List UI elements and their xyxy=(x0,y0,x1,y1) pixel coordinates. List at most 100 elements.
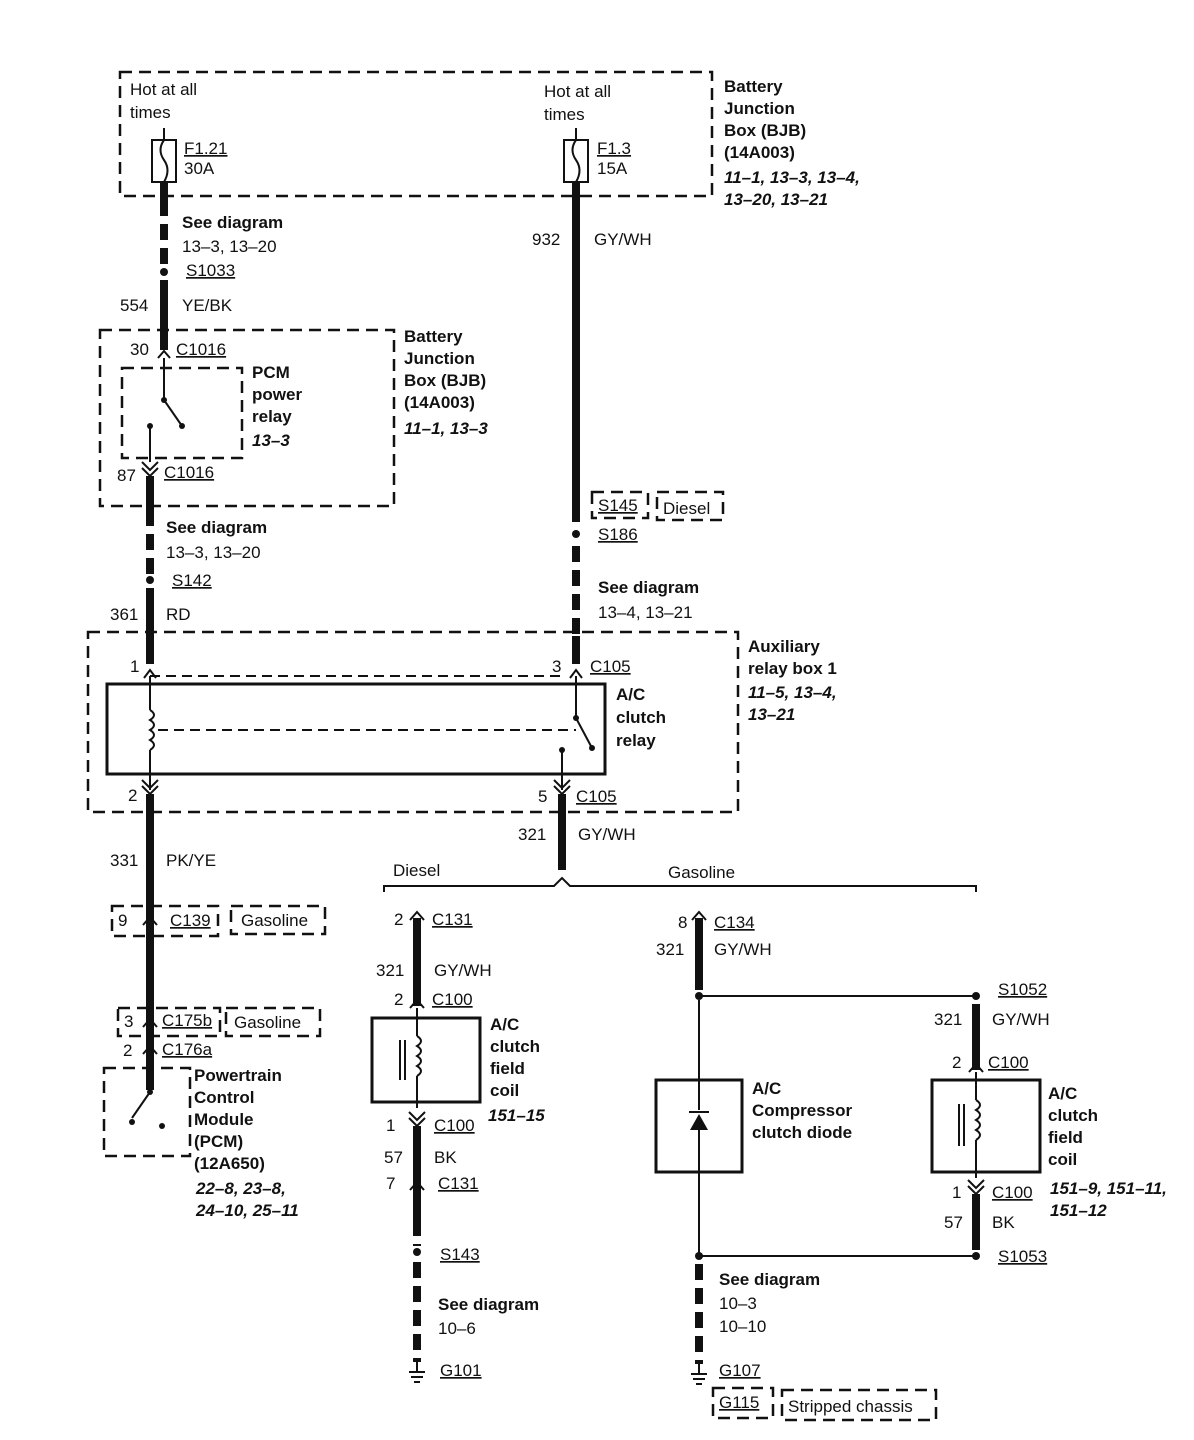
diode-label-l2: Compressor xyxy=(752,1101,853,1120)
diesel-gasoline-split: 321 GY/WH Diesel Gasoline xyxy=(383,794,977,892)
see-diagram-ref-5b: 10–10 xyxy=(719,1317,766,1336)
pin-1-gas-c100-label: 1 xyxy=(952,1183,961,1202)
relay-switch-icon xyxy=(147,358,185,462)
connector-pin-icon xyxy=(141,461,159,472)
pin-2-gas-c100-label: 2 xyxy=(952,1053,961,1072)
fuse-f1-21-icon xyxy=(151,128,177,183)
bjb-mid-ref: 11–1, 13–3 xyxy=(404,419,488,438)
see-diagram-label-1: See diagram xyxy=(182,213,283,232)
relay-switch-icon xyxy=(559,676,595,790)
connector-gas-c100-top: C100 xyxy=(988,1053,1029,1072)
wire-321-number: 321 xyxy=(518,825,546,844)
splice-s143-label: S143 xyxy=(440,1245,480,1264)
ground-g107-icon xyxy=(691,1364,707,1385)
pin-3-label: 3 xyxy=(552,657,561,676)
bjb-mid-label-l3: Box (BJB) xyxy=(404,371,486,390)
gas-coil-label-l2: clutch xyxy=(1048,1106,1098,1125)
wire-321-diesel-number: 321 xyxy=(376,961,404,980)
connector-c176a: C176a xyxy=(162,1040,213,1059)
clutch-coil-icon xyxy=(399,1008,422,1108)
pin-87-label: 87 xyxy=(117,466,136,485)
diesel-label: Diesel xyxy=(393,861,440,880)
bjb-top-ref-l2: 13–20, 13–21 xyxy=(724,190,828,209)
split-bracket xyxy=(383,876,977,892)
pin-5-label: 5 xyxy=(538,787,547,806)
diesel-tag-label: Diesel xyxy=(663,499,710,518)
wire-57-diesel-color: BK xyxy=(434,1148,457,1167)
aux-box-label-l1: Auxiliary xyxy=(748,637,820,656)
gasoline-branch: 8 C134 321 GY/WH S1052 A/C Compressor cl… xyxy=(654,910,1167,1422)
stripped-chassis-label: Stripped chassis xyxy=(788,1397,913,1416)
bjb-mid-outline xyxy=(98,328,396,508)
pin-9-label: 9 xyxy=(118,911,127,930)
splice-s142-dot xyxy=(146,576,154,584)
gasoline-label: Gasoline xyxy=(668,863,735,882)
hot-at-all-times-label-2b: times xyxy=(544,105,585,124)
wire-321-gas-color: GY/WH xyxy=(714,940,772,959)
gasoline-tag-2-label: Gasoline xyxy=(234,1013,301,1032)
wire-331-number: 331 xyxy=(110,851,138,870)
splice-s145-label: S145 xyxy=(598,496,638,515)
hot-at-all-times-label-2: Hot at all xyxy=(544,82,611,101)
connector-pin-icon xyxy=(157,349,171,359)
connector-pin-icon xyxy=(408,1111,426,1122)
pin-2-label: 2 xyxy=(128,786,137,805)
wire-932-color: GY/WH xyxy=(594,230,652,249)
connector-c134: C134 xyxy=(714,913,755,932)
connector-pin-icon xyxy=(409,998,425,1009)
pin-2-pcm-label: 2 xyxy=(123,1041,132,1060)
diesel-coil-label-l2: clutch xyxy=(490,1037,540,1056)
pcm-relay-label-l1: PCM xyxy=(252,363,290,382)
gasoline-tag-2-outline xyxy=(224,1006,322,1038)
ac-clutch-relay-label-l1: A/C xyxy=(616,685,645,704)
diesel-coil-ref: 151–15 xyxy=(488,1106,545,1125)
pin-8-c134-label: 8 xyxy=(678,913,687,932)
fuse-f1-3-icon xyxy=(563,128,589,183)
see-diagram-label-3: See diagram xyxy=(598,578,699,597)
connector-pin-icon xyxy=(569,668,583,679)
pcm-label-l5: (12A650) xyxy=(194,1154,265,1173)
connector-pin-icon xyxy=(141,779,159,790)
bjb-mid-label-l4: (14A003) xyxy=(404,393,475,412)
wire-361-number: 361 xyxy=(110,605,138,624)
splice-s1033-dot xyxy=(160,268,168,276)
fuse-f1-21-label: F1.21 xyxy=(184,139,227,158)
pcm-switch-icon xyxy=(129,1068,165,1129)
left-feed-branch: See diagram 13–3, 13–20 S1033 554 YE/BK … xyxy=(98,182,488,664)
wire-554-color: YE/BK xyxy=(182,296,233,315)
pcm-label-l2: Control xyxy=(194,1088,254,1107)
wire-321-gas-coil-color: GY/WH xyxy=(992,1010,1050,1029)
pin-1-c100-label: 1 xyxy=(386,1116,395,1135)
see-diagram-ref-3: 13–4, 13–21 xyxy=(598,603,693,622)
aux-box-ref-l1: 11–5, 13–4, xyxy=(748,683,837,702)
g115-tag-outline xyxy=(711,1386,775,1420)
gas-clutch-coil-outline xyxy=(930,1078,1042,1174)
battery-junction-box-top: Hot at all times Hot at all times F1.21 … xyxy=(118,70,860,209)
fuse-f1-3-rating: 15A xyxy=(597,159,628,178)
connector-c100-top: C100 xyxy=(432,990,473,1009)
bjb-top-ref-l1: 11–1, 13–3, 13–4, xyxy=(724,168,860,187)
connector-gas-c100-bottom: C100 xyxy=(992,1183,1033,1202)
diesel-tag-outline xyxy=(655,490,725,522)
aux-box-ref-l2: 13–21 xyxy=(748,705,795,724)
pcm-label-l1: Powertrain xyxy=(194,1066,282,1085)
pin-2-c131-label: 2 xyxy=(394,910,403,929)
diode-label-l1: A/C xyxy=(752,1079,781,1098)
connector-c139: C139 xyxy=(170,911,211,930)
ac-clutch-relay-label-l2: clutch xyxy=(616,708,666,727)
pcm-relay-ref: 13–3 xyxy=(252,431,290,450)
connector-pin-icon xyxy=(691,910,707,921)
fuse-f1-3-label: F1.3 xyxy=(597,139,631,158)
clutch-coil-icon xyxy=(958,1072,981,1178)
ac-clutch-relay-label-l3: relay xyxy=(616,731,656,750)
ground-g101-label: G101 xyxy=(440,1361,482,1380)
c175b-tag-outline xyxy=(116,1006,222,1038)
pcm-relay-label-l2: power xyxy=(252,385,302,404)
connector-c105-top: C105 xyxy=(590,657,631,676)
diesel-coil-label-l3: field xyxy=(490,1059,525,1078)
bjb-mid-label-l1: Battery xyxy=(404,327,463,346)
auxiliary-relay-box: 1 3 C105 A/C clutch relay 2 5 C105 xyxy=(86,630,837,814)
wire-321-gas-coil-number: 321 xyxy=(934,1010,962,1029)
pcm-power-relay-outline xyxy=(120,366,244,460)
